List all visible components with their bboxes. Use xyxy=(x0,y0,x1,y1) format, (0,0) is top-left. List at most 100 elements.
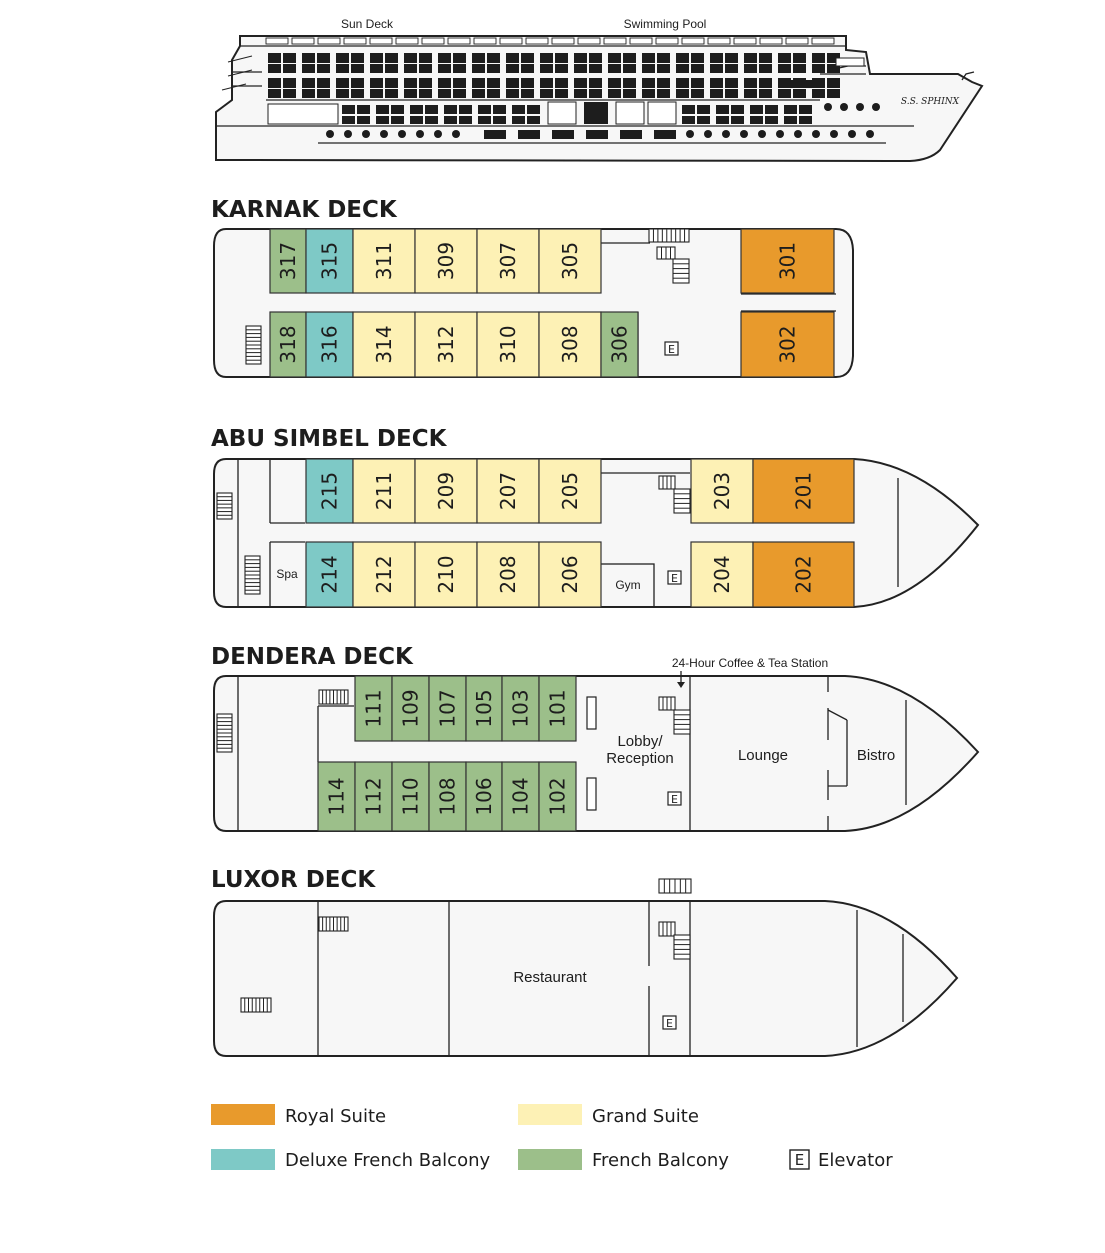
cabin-215[interactable] xyxy=(305,458,354,524)
karnak-stairs-icon xyxy=(672,258,690,284)
luxor-deck-title: LUXOR DECK xyxy=(211,867,376,893)
cabin-number: 211 xyxy=(372,472,396,510)
abu-stairs-icon xyxy=(658,475,676,490)
cabin-205[interactable] xyxy=(538,458,602,524)
dendera-stairs-icon xyxy=(658,696,676,711)
legend-grand-label: Grand Suite xyxy=(592,1106,699,1127)
karnak-stairs-icon xyxy=(648,228,690,243)
karnak-elevator-icon xyxy=(664,341,679,356)
ship-profile: Sun Deck Swimming Pool S.S. SPHINX xyxy=(215,17,984,163)
cabin-301[interactable] xyxy=(740,228,835,294)
dendera-stairs-icon xyxy=(318,689,349,705)
cabin-number: 307 xyxy=(496,242,520,280)
cabin-302[interactable] xyxy=(740,311,835,378)
dendera-deck-title: DENDERA DECK xyxy=(211,644,414,670)
cabin-112[interactable] xyxy=(354,761,393,832)
cabin-101[interactable] xyxy=(538,675,577,742)
cabin-number: 316 xyxy=(318,325,342,363)
cabin-number: 102 xyxy=(546,777,570,815)
coffee-station-label: 24-Hour Coffee & Tea Station xyxy=(672,656,828,670)
luxor-elevator-label: E xyxy=(666,1017,673,1030)
luxor-stairs-icon xyxy=(673,934,691,960)
dendera-elevator-icon xyxy=(667,791,682,806)
luxor-stairs-icon xyxy=(240,997,272,1013)
cabin-number: 210 xyxy=(434,555,458,593)
swimming-pool-label: Swimming Pool xyxy=(624,17,707,31)
cabin-number: 110 xyxy=(399,777,423,815)
cabin-number: 209 xyxy=(434,472,458,510)
restaurant-label: Restaurant xyxy=(513,969,587,986)
cabin-number: 114 xyxy=(325,777,349,815)
cabin-307[interactable] xyxy=(476,228,540,294)
cabin-102[interactable] xyxy=(538,761,577,832)
legend: Royal Suite Grand Suite Deluxe French Ba… xyxy=(211,1104,893,1171)
legend-deluxe-label: Deluxe French Balcony xyxy=(285,1150,490,1171)
reception-label: Reception xyxy=(606,750,674,767)
legend-french-swatch xyxy=(518,1149,582,1170)
bistro-label: Bistro xyxy=(857,747,895,764)
cabin-number: 309 xyxy=(434,242,458,280)
cabin-105[interactable] xyxy=(465,675,503,742)
cabin-number: 310 xyxy=(496,325,520,363)
cabin-107[interactable] xyxy=(428,675,467,742)
abu-simbel-deck-title: ABU SIMBEL DECK xyxy=(211,426,448,452)
cabin-317[interactable] xyxy=(269,228,307,294)
cabin-110[interactable] xyxy=(391,761,430,832)
ship-windows xyxy=(221,37,865,139)
cabin-number: 103 xyxy=(509,689,533,727)
cabin-number: 205 xyxy=(558,472,582,510)
cabin-number: 201 xyxy=(792,472,816,510)
luxor-stairs-icon xyxy=(318,916,349,932)
cabin-309[interactable] xyxy=(414,228,478,294)
cabin-201[interactable] xyxy=(752,458,855,524)
cabin-208[interactable] xyxy=(476,541,540,608)
dendera-stairs-icon xyxy=(673,709,691,735)
cabin-207[interactable] xyxy=(476,458,540,524)
cabin-318[interactable] xyxy=(269,311,307,378)
cabin-314[interactable] xyxy=(352,311,416,378)
legend-deluxe-swatch xyxy=(211,1149,275,1170)
cabin-109[interactable] xyxy=(391,675,430,742)
lobby-label: Lobby/ xyxy=(617,733,663,750)
cabin-206[interactable] xyxy=(538,541,602,608)
cabin-number: 202 xyxy=(792,555,816,593)
lounge-label: Lounge xyxy=(738,747,788,764)
cabin-305[interactable] xyxy=(538,228,602,294)
karnak-deck-title: KARNAK DECK xyxy=(211,197,398,223)
sun-deck-label: Sun Deck xyxy=(341,17,394,31)
cabin-310[interactable] xyxy=(476,311,540,378)
cabin-210[interactable] xyxy=(414,541,478,608)
cabin-203[interactable] xyxy=(690,458,754,524)
cabin-308[interactable] xyxy=(538,311,602,378)
cabin-311[interactable] xyxy=(352,228,416,294)
gym-label: Gym xyxy=(615,578,640,592)
cabin-number: 315 xyxy=(318,242,342,280)
cabin-114[interactable] xyxy=(317,761,356,832)
cabin-number: 108 xyxy=(436,777,460,815)
cabin-108[interactable] xyxy=(428,761,467,832)
cabin-104[interactable] xyxy=(501,761,540,832)
cabin-number: 112 xyxy=(362,777,386,815)
cabin-number: 305 xyxy=(558,242,582,280)
legend-royal-label: Royal Suite xyxy=(285,1106,386,1127)
cabin-204[interactable] xyxy=(690,541,754,608)
cabin-number: 314 xyxy=(372,325,396,363)
legend-elevator-symbol: E xyxy=(795,1151,804,1169)
cabin-number: 317 xyxy=(276,242,300,280)
abu-elevator-icon xyxy=(667,570,682,585)
cabin-202[interactable] xyxy=(752,541,855,608)
cabin-number: 104 xyxy=(509,777,533,815)
cabin-306[interactable] xyxy=(600,311,639,378)
luxor-stairs-icon xyxy=(658,921,676,937)
cabin-209[interactable] xyxy=(414,458,478,524)
luxor-stairs-icon xyxy=(658,878,692,894)
cabin-number: 214 xyxy=(318,555,342,593)
cabin-212[interactable] xyxy=(352,541,416,608)
cabin-number: 101 xyxy=(546,689,570,727)
